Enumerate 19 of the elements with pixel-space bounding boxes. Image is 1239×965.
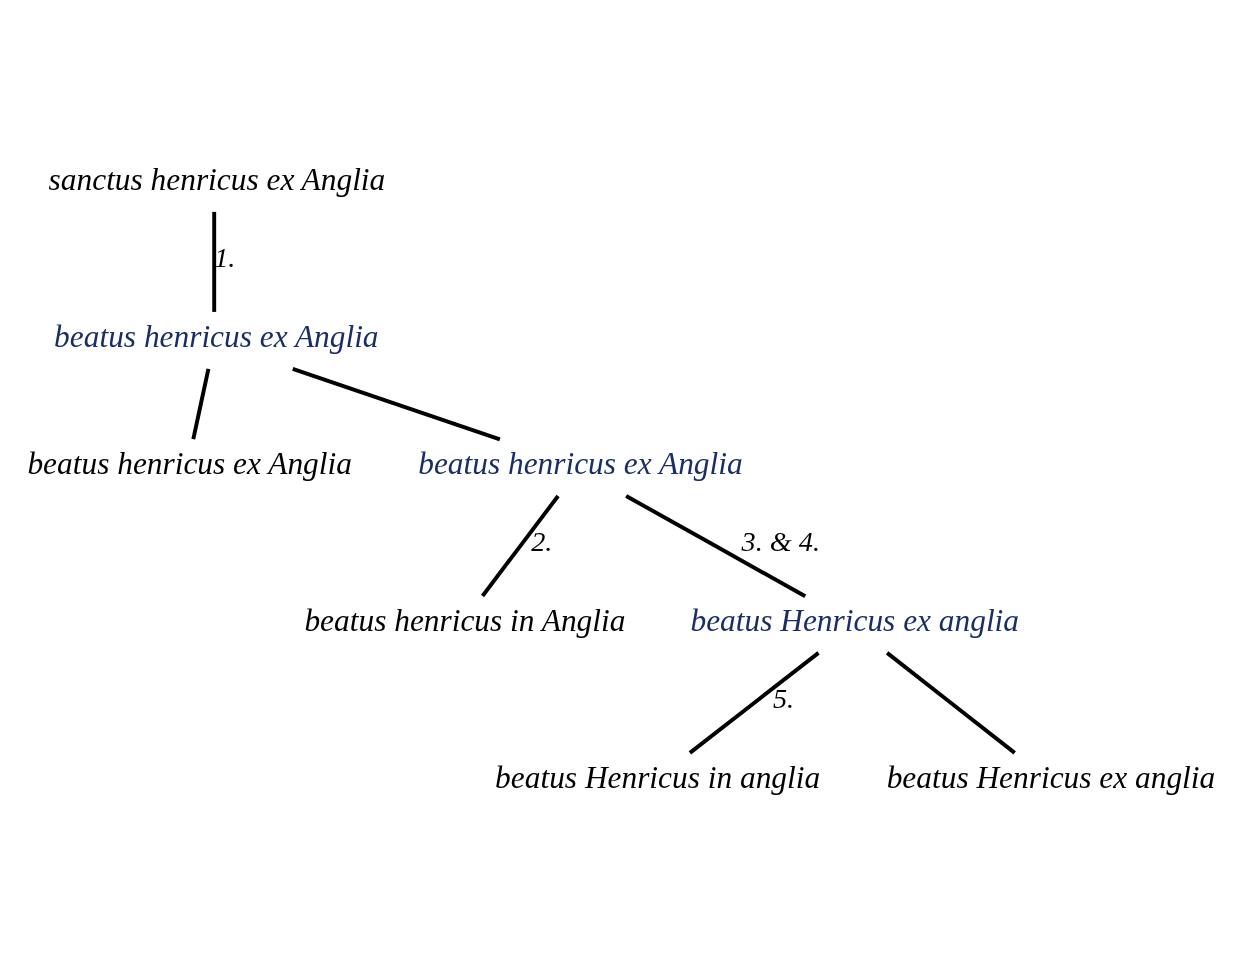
node-text: beatus henricus in Anglia: [304, 602, 626, 638]
edge-label: 1.: [214, 242, 236, 274]
edge-label: 3. & 4.: [741, 526, 820, 558]
connector: [688, 651, 820, 755]
edge-label: 2.: [531, 526, 553, 558]
connector: [191, 368, 211, 440]
node-text: beatus Henricus ex anglia: [886, 759, 1216, 795]
connector: [292, 366, 501, 442]
connector: [625, 494, 807, 598]
edge-label: 5.: [772, 683, 795, 715]
node-text: sanctus henricus ex Anglia: [48, 161, 386, 197]
connector: [885, 651, 1016, 755]
node-text: beatus Henricus in anglia: [495, 759, 821, 795]
connector: [212, 211, 217, 312]
node-text: beatus Henricus ex anglia: [690, 602, 1020, 638]
connector: [481, 494, 560, 598]
node-text: beatus henricus ex Anglia: [54, 318, 379, 354]
node-text: beatus henricus ex Anglia: [27, 445, 352, 481]
node-text: beatus henricus ex Anglia: [418, 445, 743, 481]
